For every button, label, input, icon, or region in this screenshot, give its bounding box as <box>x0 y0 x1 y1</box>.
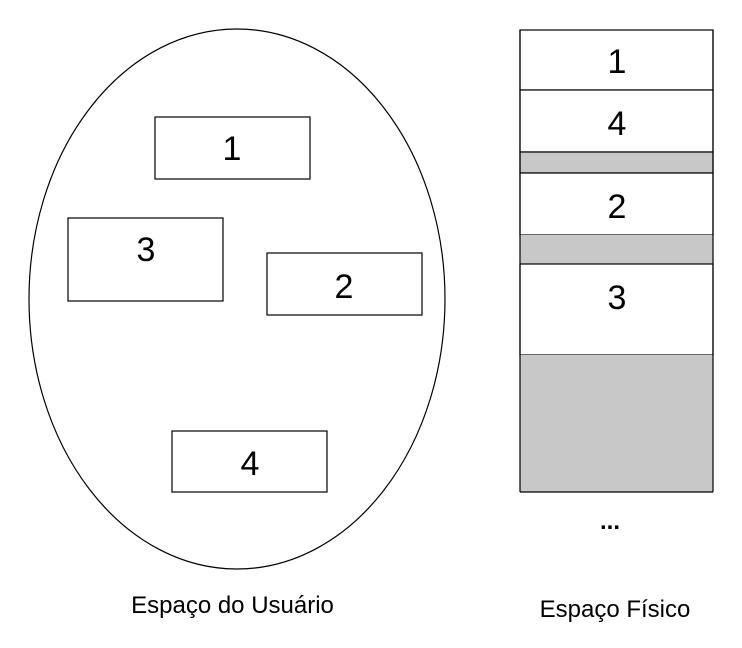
user-page-1-label: 1 <box>223 130 242 168</box>
user-page-3: 3 <box>67 217 224 302</box>
physical-free-block <box>519 151 714 174</box>
user-page-2-label: 2 <box>335 268 354 306</box>
physical-memory-column: 1 4 2 3 <box>519 29 714 493</box>
user-space-ellipse <box>28 28 446 570</box>
physical-free-block <box>520 235 713 264</box>
physical-free-block <box>520 355 713 492</box>
continuation-ellipsis: ... <box>599 508 620 535</box>
user-space-caption: Espaço do Usuário <box>131 592 334 619</box>
physical-frame-2 <box>519 172 714 236</box>
user-page-2: 2 <box>266 252 423 316</box>
user-page-4: 4 <box>171 430 328 493</box>
physical-frame-label: 3 <box>608 279 627 317</box>
physical-frame-label: 4 <box>608 105 627 143</box>
user-page-1: 1 <box>154 116 311 180</box>
user-page-4-label: 4 <box>241 445 260 483</box>
physical-space-caption: Espaço Físico <box>539 596 691 623</box>
user-page-3-label: 3 <box>137 231 156 269</box>
physical-frame-label: 2 <box>608 188 627 226</box>
physical-frame-label: 1 <box>608 43 627 81</box>
